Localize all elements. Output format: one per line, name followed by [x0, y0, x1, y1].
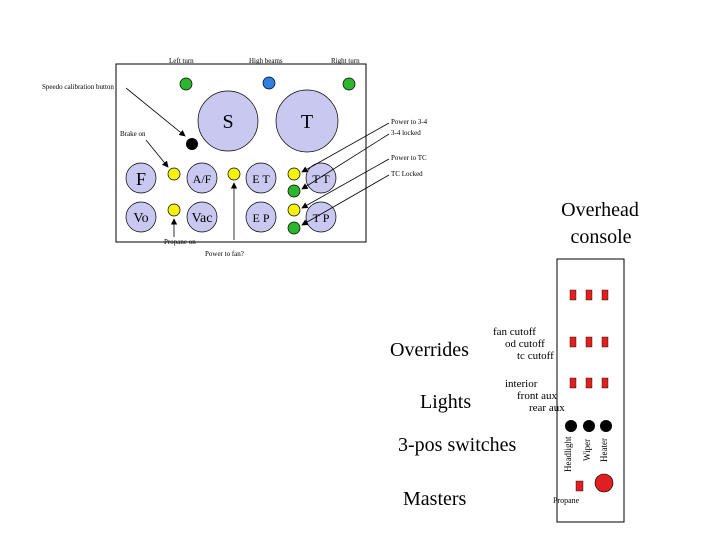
tc-locked-light [287, 221, 301, 235]
speedometer-gauge [197, 90, 259, 152]
fan-callout: Power to fan? [205, 250, 244, 258]
engine-pressure-gauge [245, 201, 277, 233]
locked-34-callout: 3-4 locked [391, 129, 421, 137]
front-aux-switch [585, 377, 593, 389]
overhead-title-line2: console [570, 226, 631, 248]
headlight-switch [565, 420, 577, 432]
engine-pressure-gauge-label: E P [252, 211, 269, 225]
speedo-calibration-callout: Speedo calibration button [42, 83, 114, 91]
voltage-gauge [125, 201, 157, 233]
propane-callout: Propane on [164, 238, 196, 246]
overrides-section-label: Overrides [390, 339, 469, 361]
three-pos-section-label: 3-pos switches [398, 434, 517, 456]
rear-aux-switch [601, 377, 609, 389]
power-tc-callout: Power to TC [391, 154, 427, 162]
high-beams-light [262, 76, 276, 90]
console-switch [601, 289, 609, 301]
power-34-light [287, 167, 301, 181]
wiper-label: Wiper [582, 439, 592, 461]
speedo-calibration-button [186, 138, 198, 150]
brake-arrow [145, 139, 169, 168]
interior-label: interior [505, 378, 538, 390]
engine-temp-gauge [245, 162, 277, 194]
headlight-label: Headlight [563, 436, 573, 472]
right-turn-light [342, 77, 356, 91]
engine-temp-gauge-label: E T [252, 172, 270, 186]
heater-switch [600, 420, 612, 432]
power-tc-arrow [301, 158, 390, 209]
voltage-gauge-label: Vo [133, 211, 148, 226]
brake-light [167, 167, 181, 181]
speedometer-label: S [222, 111, 233, 133]
vacuum-gauge [186, 201, 218, 233]
tc-locked-arrow [301, 174, 390, 226]
left-turn-light [179, 77, 193, 91]
propane-master-switch [575, 480, 584, 492]
right-turn-label: Right turn [331, 57, 360, 65]
master-button [594, 473, 614, 493]
od-cutoff-label: od cutoff [505, 338, 545, 350]
heater-label: Heater [599, 438, 609, 462]
fan-cutoff-switch [569, 336, 577, 348]
fuel-gauge-label: F [136, 169, 146, 189]
air-fuel-gauge-label: A/F [193, 172, 212, 186]
tachometer-label: T [301, 111, 313, 133]
propane-master-label: Propane [553, 496, 580, 505]
trans-temp-gauge [305, 162, 337, 194]
locked-34-arrow [301, 133, 390, 190]
fuel-gauge [125, 162, 157, 194]
masters-section-label: Masters [403, 488, 467, 510]
vacuum-gauge-label: Vac [192, 211, 213, 226]
wiper-switch [583, 420, 595, 432]
front-aux-label: front aux [517, 390, 558, 402]
interior-switch [569, 377, 577, 389]
tc-locked-callout: TC Locked [391, 170, 423, 178]
propane-light [167, 203, 181, 217]
overhead-console-panel [556, 258, 625, 523]
console-switch [585, 289, 593, 301]
tachometer-gauge [275, 89, 339, 153]
console-switch [569, 289, 577, 301]
tc-cutoff-switch [601, 336, 609, 348]
speedo-calibration-arrow [125, 87, 186, 137]
fan-cutoff-label: fan cutoff [493, 326, 536, 338]
tc-cutoff-label: tc cutoff [517, 350, 554, 362]
power-34-arrow [301, 122, 390, 173]
air-fuel-gauge [186, 162, 218, 194]
rear-aux-label: rear aux [529, 402, 565, 414]
trans-temp-gauge-label: T T [312, 172, 330, 186]
power-tc-light [287, 203, 301, 217]
brake-callout: Brake on [120, 130, 146, 138]
power-34-callout: Power to 3-4 [391, 118, 428, 126]
od-cutoff-switch [585, 336, 593, 348]
left-turn-label: Left turn [169, 57, 194, 65]
overhead-title-line1: Overhead [561, 199, 639, 221]
trans-pressure-gauge-label: T P [313, 211, 330, 225]
high-beams-label: High beams [249, 57, 283, 65]
fan-light [227, 167, 241, 181]
lights-section-label: Lights [420, 391, 471, 413]
locked-34-light [287, 184, 301, 198]
